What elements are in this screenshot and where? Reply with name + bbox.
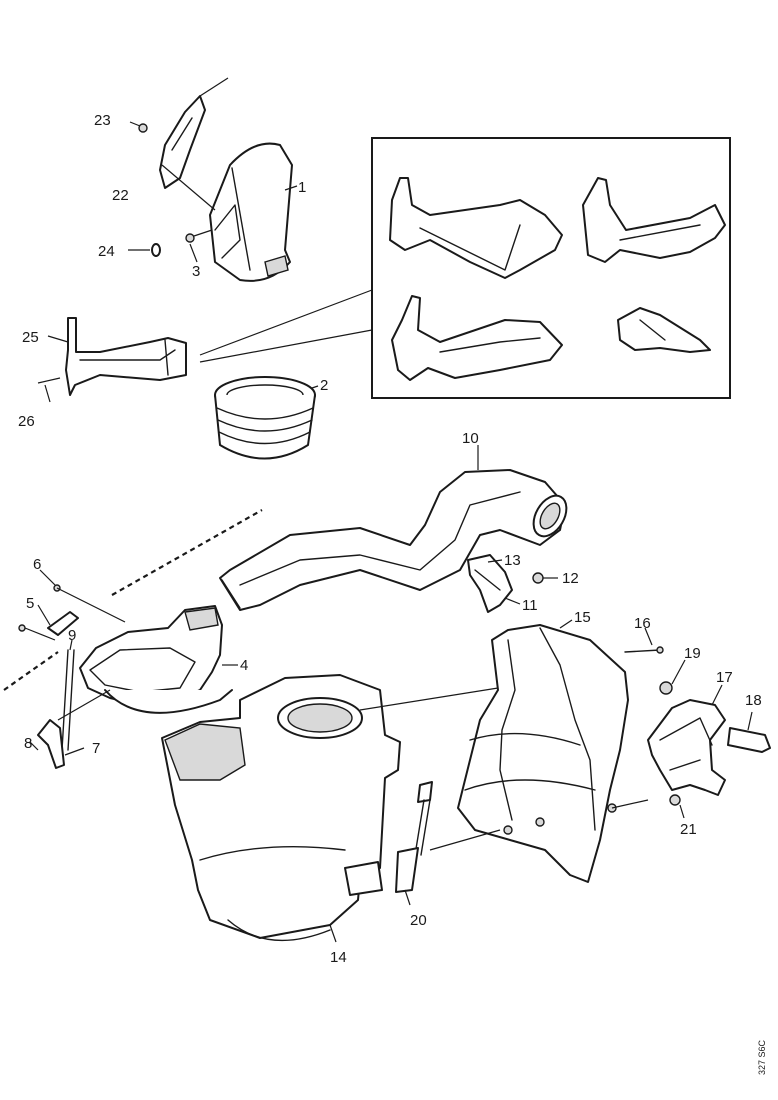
callout-25: 25 [22, 329, 39, 346]
callout-13: 13 [504, 552, 521, 569]
callout-18: 18 [745, 692, 762, 709]
inset-variants-box [371, 137, 731, 399]
assembly-line-lower [3, 651, 59, 691]
callout-6: 6 [33, 556, 41, 573]
part-15-panel [429, 619, 649, 883]
callout-7: 7 [92, 740, 100, 757]
part-9-rod [18, 624, 75, 751]
figure-code: 327 S6C [757, 1039, 767, 1075]
callout-16: 16 [634, 615, 651, 632]
callout-22: 22 [112, 187, 129, 204]
callout-23: 23 [94, 112, 111, 129]
part-23-bolt [129, 121, 148, 133]
callout-9: 9 [68, 627, 76, 644]
callout-17: 17 [716, 669, 733, 686]
callout-3: 3 [192, 263, 200, 280]
callout-12: 12 [562, 570, 579, 587]
part-12-nut [532, 572, 558, 584]
leader-to-inset-upper [199, 289, 373, 356]
part-2-bellows [214, 376, 319, 460]
callout-2: 2 [320, 377, 328, 394]
callout-1: 1 [298, 179, 306, 196]
callout-14: 14 [330, 949, 347, 966]
callout-24: 24 [98, 243, 115, 260]
part-3-washer [185, 229, 213, 263]
part-18-bolt [727, 711, 771, 753]
part-21-nut [669, 794, 685, 819]
callout-11: 11 [522, 597, 538, 614]
part-1-intake-scoop [161, 142, 298, 282]
callout-20: 20 [410, 912, 427, 929]
part-13-clamp [467, 554, 513, 613]
part-26-screw [37, 377, 61, 403]
callout-10: 10 [462, 430, 479, 447]
part-4-inlet-housing [79, 605, 238, 714]
part-8-screw [29, 741, 39, 751]
assembly-line-upper [111, 509, 263, 596]
callout-26: 26 [18, 413, 35, 430]
part-14-air-cleaner [161, 674, 499, 943]
part-10-duct [219, 445, 568, 611]
part-25-bracket [47, 317, 187, 396]
part-7-bracket [37, 719, 85, 769]
part-6-screw [39, 569, 126, 623]
callout-labels: 1 2 3 4 5 6 7 8 9 10 11 12 13 14 15 16 1… [18, 112, 762, 966]
part-11-bracket [504, 597, 521, 605]
part-19-nut [659, 659, 686, 695]
callout-21: 21 [680, 821, 697, 838]
part-22-bracket [159, 77, 229, 189]
leader-bracket-to-housing [57, 689, 111, 721]
part-17-bracket [647, 684, 726, 796]
callout-19: 19 [684, 645, 701, 662]
callout-4: 4 [240, 657, 248, 674]
part-5-bracket [37, 604, 79, 636]
part-20-rod [395, 781, 433, 906]
part-24-nut [128, 243, 161, 257]
callout-15: 15 [574, 609, 591, 626]
callout-8: 8 [24, 735, 32, 752]
leader-to-inset-lower [199, 329, 373, 363]
part-16-screw [624, 627, 664, 654]
callout-5: 5 [26, 595, 34, 612]
